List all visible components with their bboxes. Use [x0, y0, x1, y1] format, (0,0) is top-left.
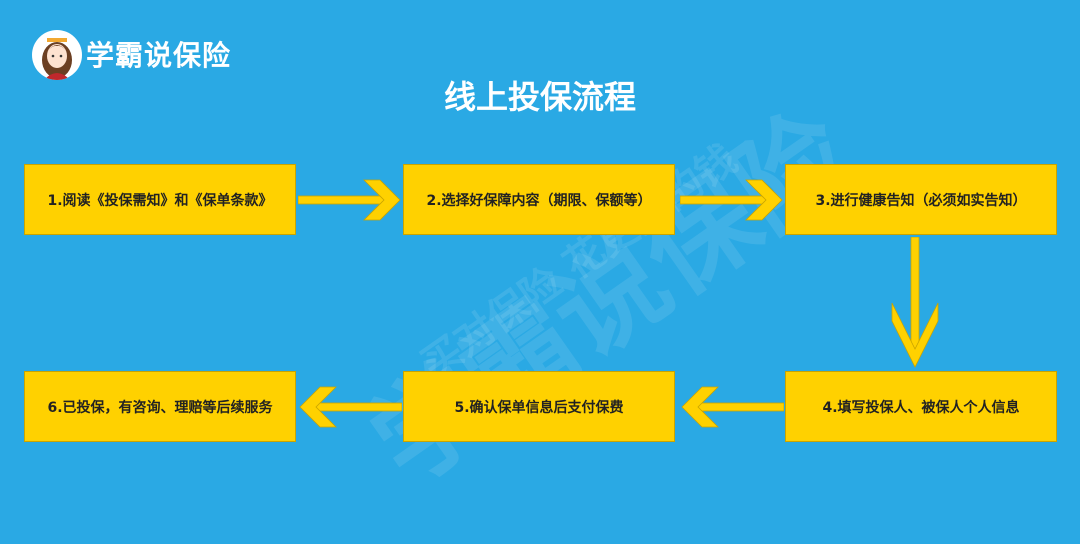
step-5: 5.确认保单信息后支付保费 [403, 371, 675, 442]
step-label: 1.阅读《投保需知》和《保单条款》 [47, 192, 273, 209]
step-label: 5.确认保单信息后支付保费 [454, 399, 624, 416]
step-label: 4.填写投保人、被保人个人信息 [822, 399, 1020, 416]
arrow-left-icon [681, 386, 784, 428]
arrow-right-icon [298, 179, 401, 221]
arrow-right-icon [680, 179, 783, 221]
step-4: 4.填写投保人、被保人个人信息 [785, 371, 1057, 442]
brand-name: 学霸说保险 [86, 39, 232, 72]
step-6: 6.已投保，有咨询、理赔等后续服务 [24, 371, 296, 442]
step-label: 6.已投保，有咨询、理赔等后续服务 [47, 399, 273, 416]
girl-avatar-icon [42, 38, 72, 80]
step-3: 3.进行健康告知（必须如实告知） [785, 164, 1057, 235]
arrow-down-icon [891, 237, 939, 368]
step-label: 3.进行健康告知（必须如实告知） [815, 192, 1027, 209]
page-title: 线上投保流程 [443, 78, 636, 116]
step-2: 2.选择好保障内容（期限、保额等） [403, 164, 675, 235]
watermark: 学霸说保险 [348, 88, 873, 509]
step-1: 1.阅读《投保需知》和《保单条款》 [24, 164, 296, 235]
arrow-left-icon [299, 386, 402, 428]
avatar-logo [32, 30, 82, 80]
step-label: 2.选择好保障内容（期限、保额等） [426, 192, 652, 209]
